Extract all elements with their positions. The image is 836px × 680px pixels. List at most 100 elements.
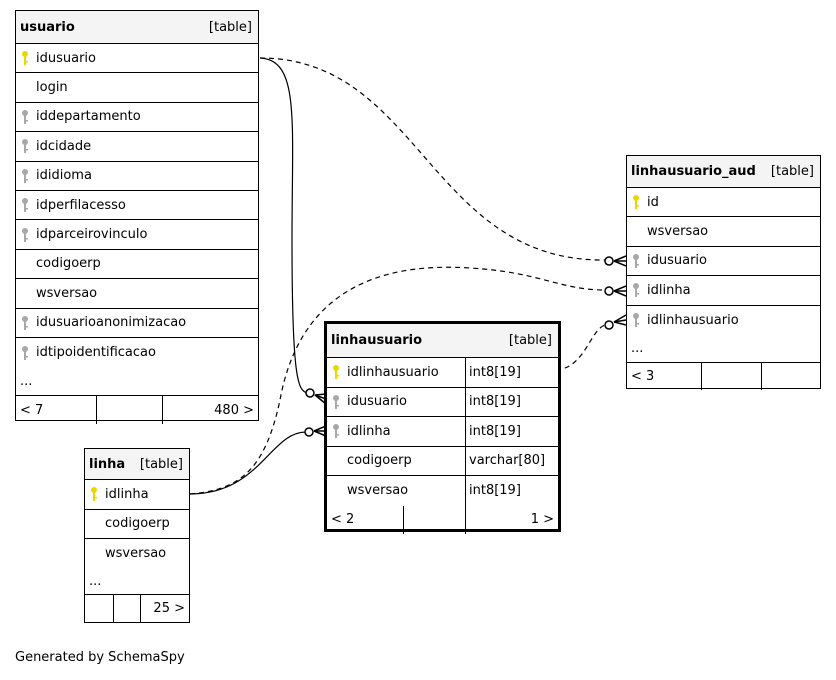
foreign-key-icon	[20, 138, 30, 154]
table-header[interactable]: usuario [table]	[16, 11, 258, 44]
column-row-wsversao[interactable]: wsversao	[16, 279, 258, 309]
foreign-key-icon	[631, 282, 641, 298]
column-row-idtipoidentificacao[interactable]: idtipoidentificacao	[16, 338, 258, 367]
foreign-key-icon	[331, 423, 341, 439]
parents-count[interactable]: < 7	[20, 402, 44, 418]
table-header[interactable]: linha [table]	[85, 449, 189, 480]
table-tag: [table]	[208, 19, 252, 35]
column-name: codigoerp	[36, 256, 101, 272]
column-row-idusuarioanonimizacao[interactable]: idusuarioanonimizacao	[16, 309, 258, 338]
column-row-wsversao[interactable]: wsversao	[85, 539, 189, 569]
no-key-spacer	[20, 80, 30, 96]
crowfoot-lu-idlinha	[304, 425, 327, 437]
column-row-idcidade[interactable]: idcidade	[16, 132, 258, 162]
column-row-codigoerp[interactable]: codigoerp	[85, 510, 189, 539]
column-type: int8[19]	[465, 387, 558, 416]
crowfoot-aud-idlinha	[604, 285, 627, 297]
column-name: idlinha	[347, 423, 391, 439]
edge-usuario-linhausuario-aud	[259, 57, 606, 261]
primary-key-icon	[631, 194, 641, 210]
column-type: int8[19]	[465, 476, 558, 506]
table-linhausuario-aud[interactable]: linhausuario_aud [table] id wsversao idusu…	[626, 155, 821, 390]
no-key-spacer	[89, 546, 99, 562]
no-key-spacer	[89, 516, 99, 532]
column-row-idusuario[interactable]: idusuario	[16, 44, 258, 74]
column-name: idperfilacesso	[36, 197, 126, 213]
table-tag: [table]	[508, 333, 552, 348]
column-name: idlinha	[105, 486, 149, 502]
column-name: codigoerp	[105, 516, 170, 532]
column-row-id[interactable]: id	[627, 188, 820, 218]
primary-key-icon	[89, 486, 99, 502]
column-name: login	[36, 80, 68, 96]
parents-count	[85, 595, 113, 623]
foreign-key-icon	[20, 168, 30, 184]
footer-middle	[96, 396, 162, 425]
column-row-idlinha[interactable]: idlinha int8[19]	[327, 417, 558, 447]
table-header[interactable]: linhausuario_aud [table]	[627, 156, 820, 188]
column-row-wsversao[interactable]: wsversao	[627, 217, 820, 247]
column-row-idparceirovinculo[interactable]: idparceirovinculo	[16, 220, 258, 250]
more-columns-row: ...	[627, 335, 820, 363]
column-name: idusuarioanonimizacao	[36, 315, 187, 331]
table-usuario[interactable]: usuario [table] idusuario login iddepartam…	[15, 10, 259, 425]
table-footer: < 7 480 >	[16, 396, 258, 425]
column-name: idparceirovinculo	[36, 227, 148, 243]
table-header[interactable]: linhausuario [table]	[327, 324, 558, 358]
table-footer: < 3	[627, 362, 820, 390]
footer-middle	[701, 362, 761, 390]
foreign-key-icon	[631, 253, 641, 269]
primary-key-icon	[20, 50, 30, 66]
column-row-codigoerp[interactable]: codigoerp	[16, 250, 258, 280]
children-count[interactable]: 1 >	[465, 505, 558, 534]
column-name: id	[647, 194, 659, 210]
foreign-key-icon	[20, 227, 30, 243]
table-linhausuario[interactable]: linhausuario [table] idlinhausuario int8[…	[324, 321, 561, 534]
children-count	[761, 362, 820, 390]
children-count[interactable]: 25 >	[140, 594, 189, 623]
table-tag: [table]	[139, 456, 183, 472]
generated-by-text: Generated by SchemaSpy	[15, 650, 185, 665]
column-row-idusuario[interactable]: idusuario	[627, 247, 820, 277]
column-type: int8[19]	[465, 358, 558, 387]
column-row-idlinhausuario[interactable]: idlinhausuario int8[19]	[327, 358, 558, 388]
column-row-ididioma[interactable]: ididioma	[16, 162, 258, 191]
parents-count[interactable]: < 2	[331, 512, 355, 527]
crowfoot-aud-idlinhausuario	[604, 314, 627, 330]
edge-linha-linhausuario	[189, 431, 307, 495]
crowfoot-aud-idusuario	[604, 255, 627, 267]
foreign-key-icon	[20, 345, 30, 361]
no-key-spacer	[331, 483, 341, 499]
column-name: ididioma	[36, 168, 92, 184]
more-columns-row: ...	[16, 367, 258, 397]
children-count[interactable]: 480 >	[162, 396, 258, 425]
edge-linhausuario-linhausuario-aud	[555, 324, 606, 371]
column-name: idlinhausuario	[347, 364, 439, 380]
column-row-idlinhausuario[interactable]: idlinhausuario	[627, 306, 820, 335]
table-name: linhausuario	[331, 333, 423, 348]
column-row-iddepartamento[interactable]: iddepartamento	[16, 103, 258, 133]
column-name: idusuario	[647, 253, 707, 269]
column-row-idlinha[interactable]: idlinha	[627, 276, 820, 306]
column-name: wsversao	[105, 546, 167, 562]
no-key-spacer	[631, 224, 641, 240]
primary-key-icon	[331, 364, 341, 380]
no-key-spacer	[20, 256, 30, 272]
table-footer: < 2 1 >	[327, 505, 558, 534]
edge-usuario-linhausuario	[259, 57, 309, 394]
column-type: int8[19]	[465, 417, 558, 446]
parents-count[interactable]: < 3	[631, 368, 655, 384]
column-name: wsversao	[647, 224, 709, 240]
column-row-login[interactable]: login	[16, 73, 258, 103]
foreign-key-icon	[331, 394, 341, 410]
column-row-idperfilacesso[interactable]: idperfilacesso	[16, 191, 258, 221]
column-name: codigoerp	[347, 453, 412, 469]
table-name: usuario	[20, 19, 75, 35]
column-name: idlinha	[647, 282, 691, 298]
column-name: idusuario	[36, 50, 96, 66]
column-row-idlinha[interactable]: idlinha	[85, 480, 189, 510]
